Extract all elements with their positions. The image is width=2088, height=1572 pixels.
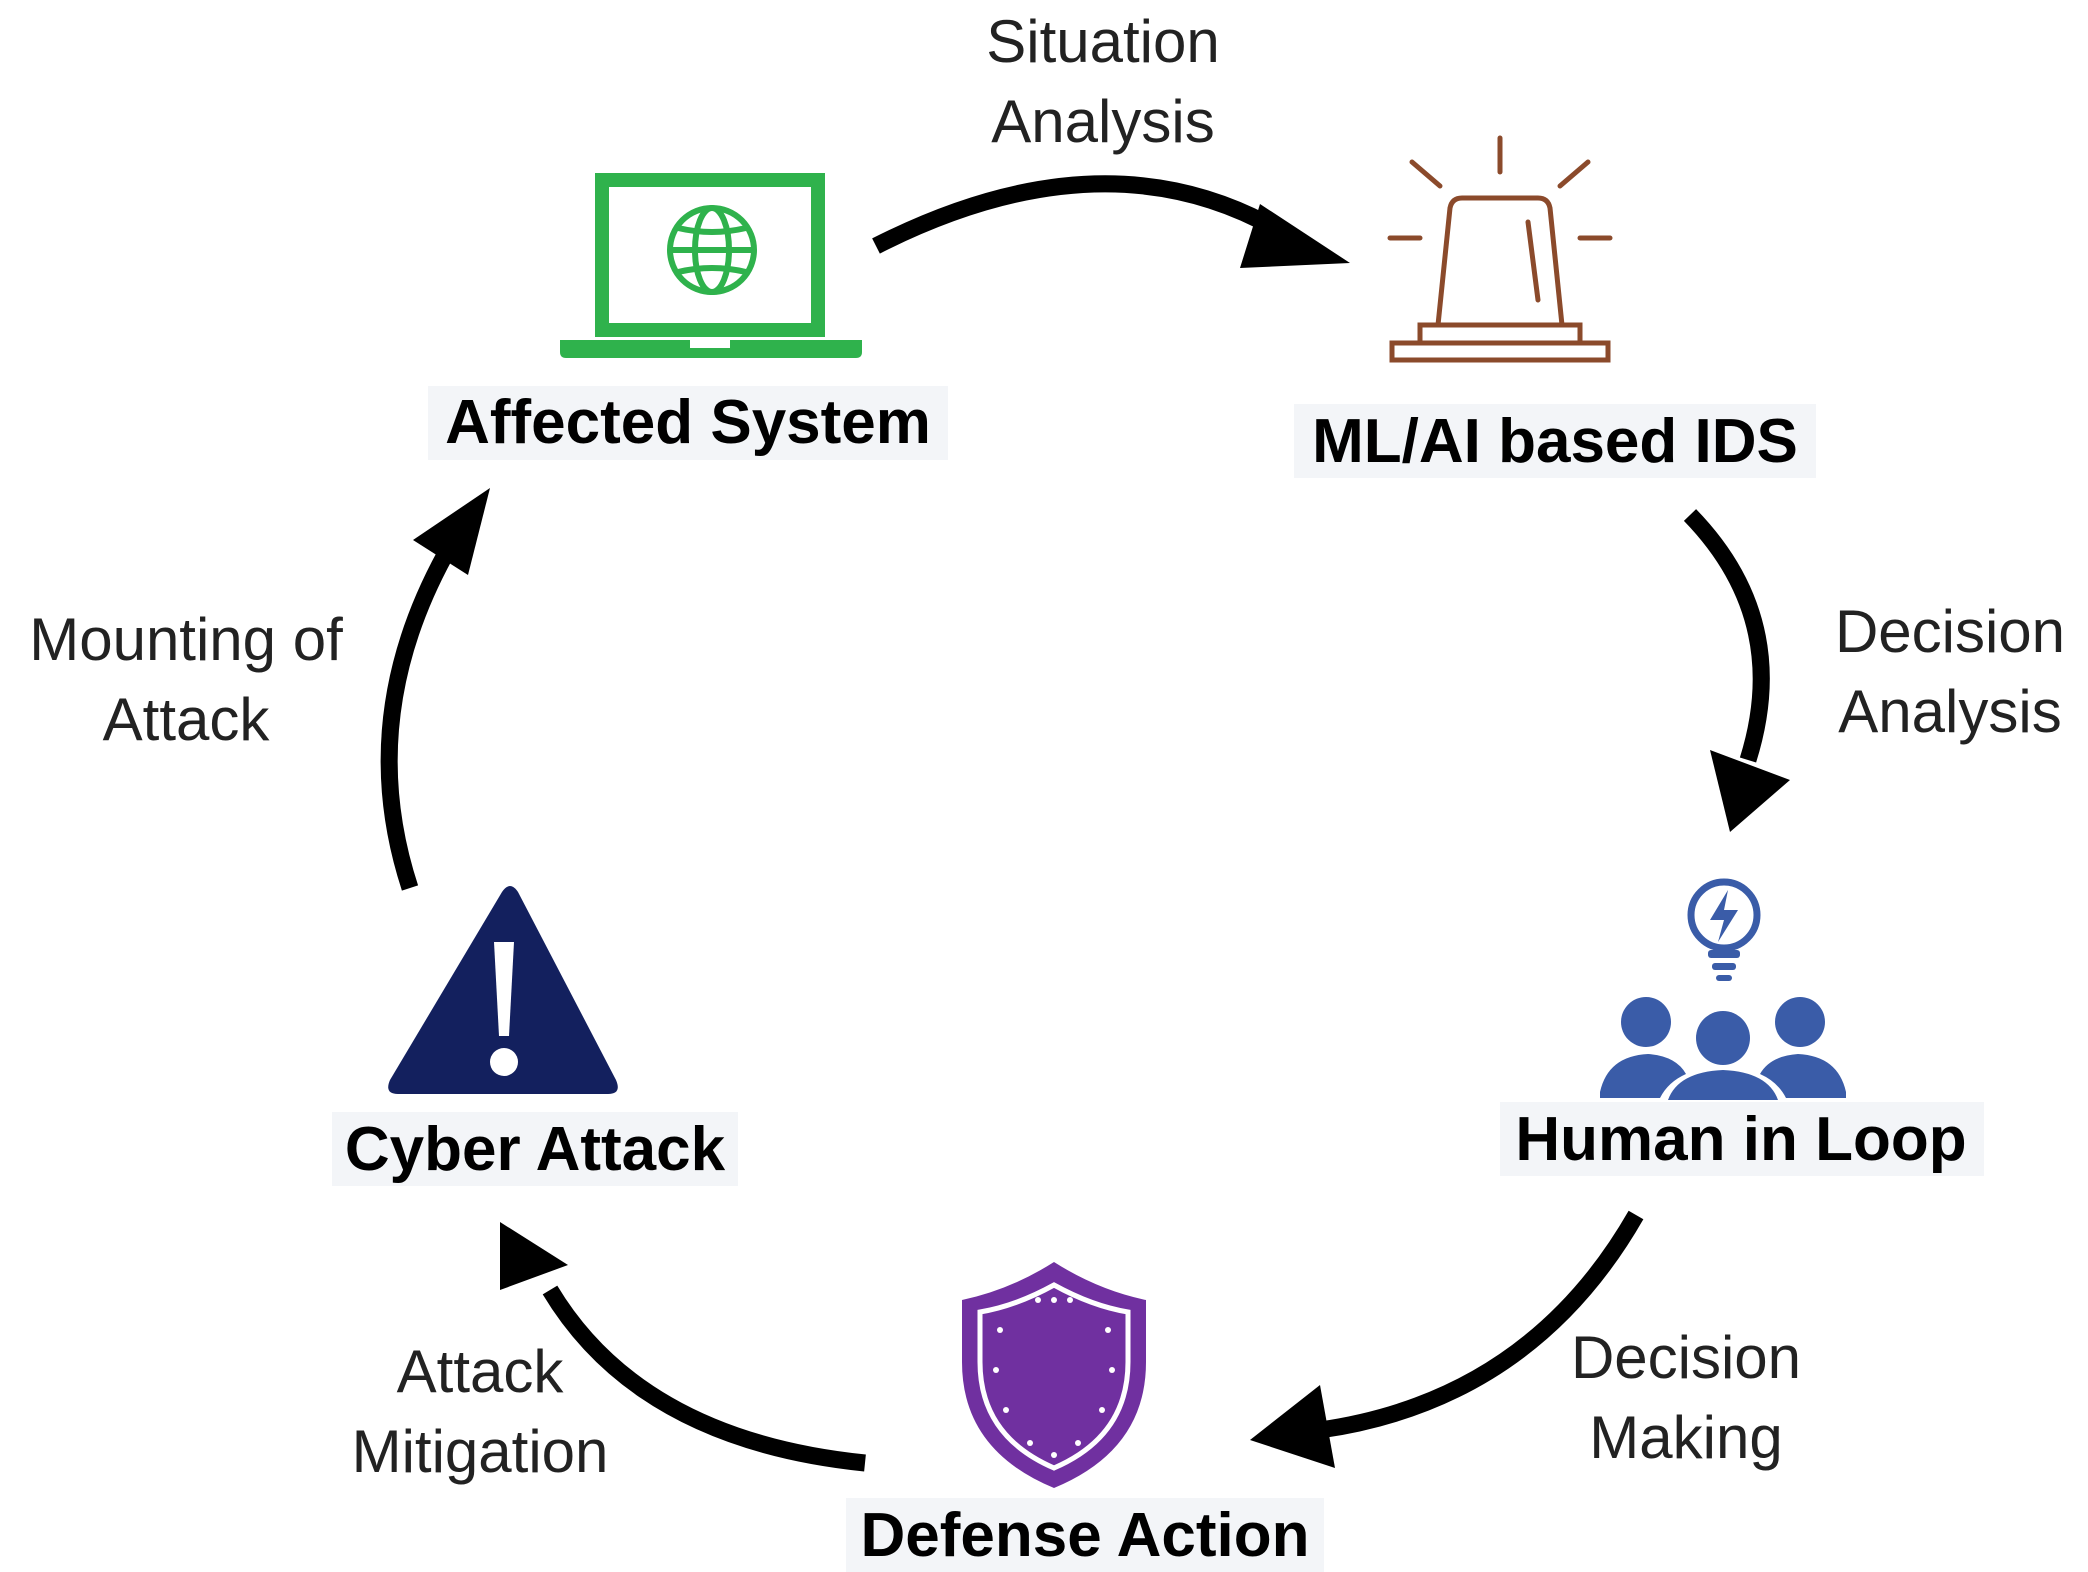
edge-label-line1: Mounting of bbox=[29, 606, 343, 673]
shield-icon bbox=[962, 1262, 1146, 1488]
node-cyber-attack: Cyber Attack bbox=[332, 1112, 738, 1186]
edge-label-line2: Making bbox=[1589, 1404, 1782, 1471]
edge-label-line2: Analysis bbox=[1838, 678, 2061, 745]
edge-label-line1: Attack bbox=[397, 1338, 565, 1405]
node-label-defense-action: Defense Action bbox=[860, 1501, 1309, 1570]
edge-label-situation-analysis: Situation Analysis bbox=[986, 8, 1220, 155]
node-label-cyber-attack: Cyber Attack bbox=[345, 1115, 726, 1184]
edge-label-line2: Attack bbox=[103, 686, 271, 753]
edge-decision-analysis-arrow bbox=[1683, 509, 1790, 832]
warning-triangle-icon bbox=[388, 886, 618, 1094]
edge-mounting-of-attack-arrow bbox=[380, 488, 490, 891]
lightbulb-icon bbox=[1687, 878, 1761, 981]
node-human-in-loop: Human in Loop bbox=[1500, 1102, 1984, 1176]
edge-label-mounting-of-attack: Mounting of Attack bbox=[29, 606, 343, 753]
edge-label-line2: Mitigation bbox=[352, 1418, 609, 1485]
laptop-globe-icon bbox=[560, 173, 862, 358]
edge-label-line1: Decision bbox=[1571, 1324, 1801, 1391]
edge-label-decision-analysis: Decision Analysis bbox=[1835, 598, 2065, 745]
edge-label-attack-mitigation: Attack Mitigation bbox=[352, 1338, 609, 1485]
alarm-siren-icon bbox=[1387, 135, 1613, 363]
arrowhead bbox=[1710, 750, 1790, 832]
team-idea-icon bbox=[1600, 878, 1846, 1100]
node-affected-system: Affected System bbox=[428, 386, 948, 460]
edge-attack-mitigation-arrow bbox=[500, 1222, 866, 1472]
edge-label-line1: Situation bbox=[986, 8, 1220, 75]
arrowhead bbox=[1240, 204, 1350, 268]
edge-label-line2: Analysis bbox=[991, 88, 1214, 155]
node-label-affected-system: Affected System bbox=[445, 388, 931, 457]
edge-label-decision-making: Decision Making bbox=[1571, 1324, 1801, 1471]
edge-label-line1: Decision bbox=[1835, 598, 2065, 665]
node-label-ml-ai-ids: ML/AI based IDS bbox=[1312, 407, 1798, 476]
arrowhead bbox=[1250, 1385, 1335, 1468]
arrowhead bbox=[413, 488, 490, 575]
edge-situation-analysis-arrow bbox=[872, 175, 1350, 268]
arrowhead bbox=[500, 1222, 568, 1290]
edge-decision-making-arrow bbox=[1250, 1210, 1644, 1468]
node-label-human-in-loop: Human in Loop bbox=[1515, 1105, 1966, 1174]
globe-icon bbox=[667, 205, 757, 295]
node-ml-ai-ids: ML/AI based IDS bbox=[1294, 404, 1816, 478]
node-defense-action: Defense Action bbox=[846, 1498, 1324, 1572]
